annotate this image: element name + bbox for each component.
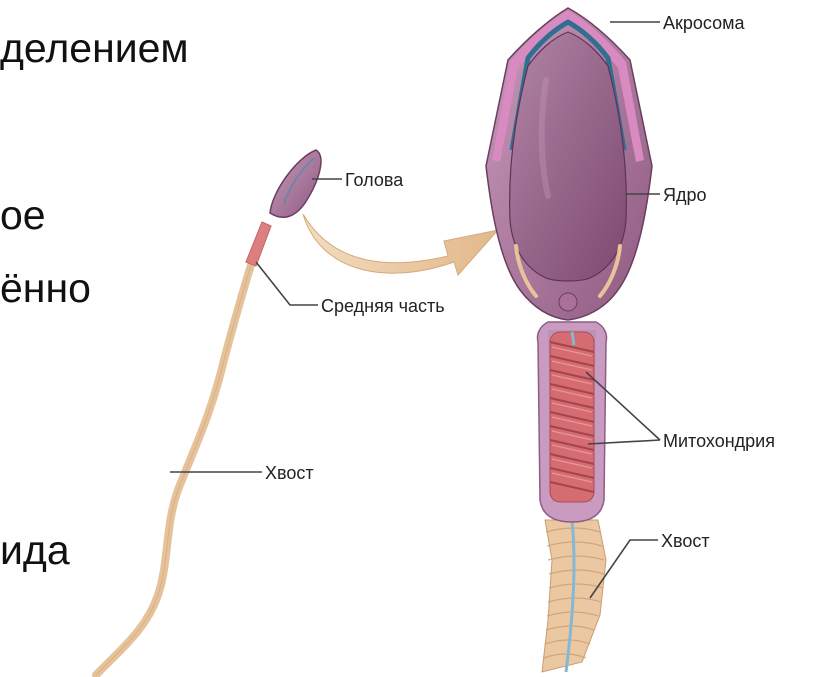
label-nucleus: Ядро xyxy=(663,185,707,205)
nucleus xyxy=(510,32,627,281)
leader-midpiece xyxy=(256,262,318,305)
label-tail-large: Хвост xyxy=(661,531,710,551)
label-head: Голова xyxy=(345,170,404,190)
mitochondria-coil xyxy=(550,332,594,502)
label-midpiece: Средняя часть xyxy=(321,296,445,316)
large-sperm xyxy=(486,8,652,672)
small-sperm-tail xyxy=(96,262,252,675)
large-sperm-tail xyxy=(542,520,606,672)
small-sperm xyxy=(96,150,321,675)
label-tail-small: Хвост xyxy=(265,463,314,483)
small-sperm-head xyxy=(270,150,321,217)
centriole xyxy=(559,293,577,311)
label-mitochondria: Митохондрия xyxy=(663,431,775,451)
magnify-arrow xyxy=(303,214,498,275)
label-acrosome: Акросома xyxy=(663,13,745,33)
